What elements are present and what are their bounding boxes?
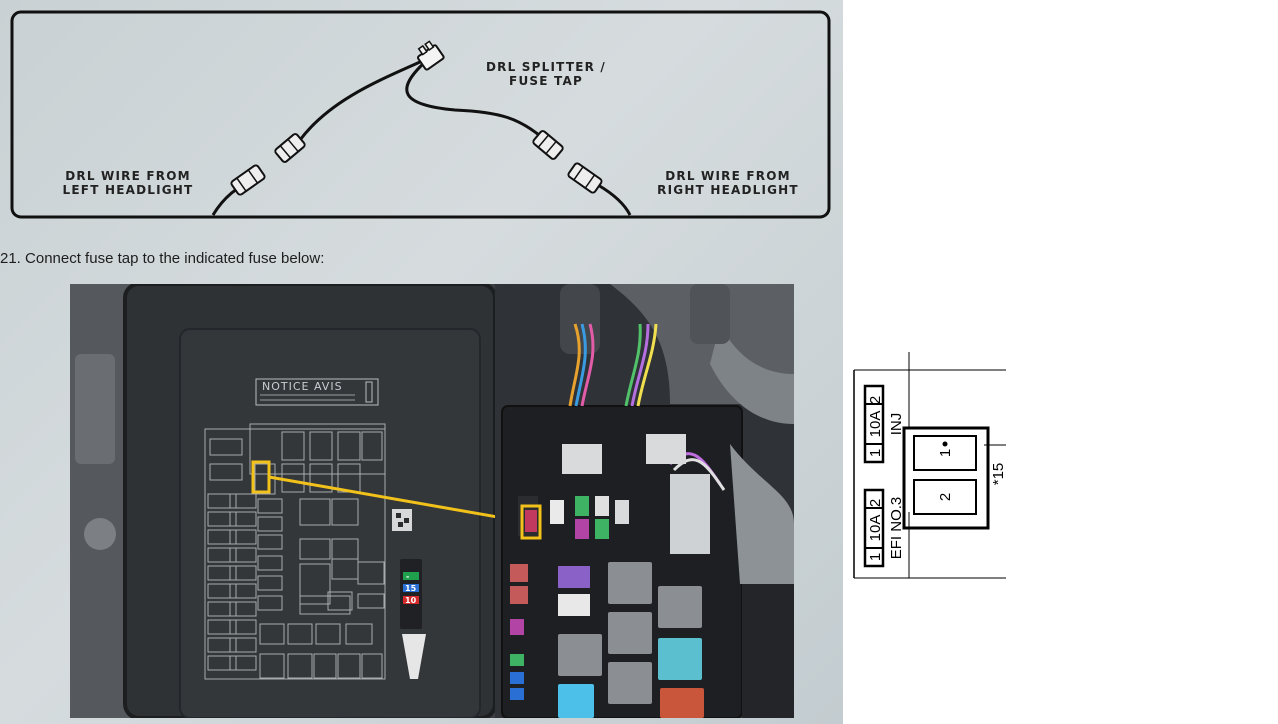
wiring-diagram: DRL SPLITTER / FUSE TAP DRL WIRE FROM LE… (10, 10, 831, 219)
relay-pin1-label: 1 (937, 449, 954, 457)
svg-text:-: - (406, 572, 409, 581)
top-fuse-pin: 2 (867, 396, 884, 404)
bottom-fuse-name: EFI NO.3 (888, 497, 905, 560)
highlight-connector-line (268, 475, 527, 524)
top-fuse-name: INJ (888, 413, 905, 436)
svg-text:15: 15 (405, 584, 417, 593)
right-connector-female-icon (567, 162, 603, 194)
top-fuse-rating: 10A (867, 411, 884, 438)
relay-ref-label: *15 (990, 463, 1007, 486)
right-label-line2: RIGHT HEADLIGHT (657, 183, 799, 197)
splitter-label-line2: FUSE TAP (509, 74, 583, 88)
splitter-label-line1: DRL SPLITTER / (486, 60, 606, 74)
bottom-fuse-rating: 10A (867, 515, 884, 542)
right-wire (597, 183, 632, 216)
splitter-wire-right (405, 60, 546, 142)
block-highlight-fuse (520, 504, 542, 540)
svg-text:10: 10 (405, 596, 417, 605)
bottom-fuse-pin: 2 (867, 499, 884, 507)
step-instruction: 21. Connect fuse tap to the indicated fu… (0, 250, 325, 267)
document-page: DRL SPLITTER / FUSE TAP DRL WIRE FROM LE… (0, 0, 843, 724)
fuse-box-photo: NOTICE AVIS (70, 284, 794, 718)
relay-outline (902, 426, 990, 530)
diagram-frame (10, 10, 831, 219)
bottom-fuse-number: 1 (867, 553, 884, 561)
left-connector-female-icon (230, 164, 266, 196)
top-fuse-number: 1 (867, 449, 884, 457)
relay-pin2-label: 2 (937, 493, 954, 501)
bottom-fuse-box (863, 488, 885, 568)
right-label-line1: DRL WIRE FROM (665, 169, 791, 183)
left-label-line1: DRL WIRE FROM (65, 169, 191, 183)
fuse-tap-icon (417, 40, 445, 71)
relay-pin2-box (913, 479, 977, 515)
relay-pin1-box (913, 435, 977, 471)
left-label-line2: LEFT HEADLIGHT (63, 183, 194, 197)
splitter-wire-left (298, 60, 421, 141)
target-fuse (525, 510, 537, 532)
right-connector-male-icon (532, 130, 564, 160)
left-connector-male-icon (274, 133, 306, 163)
lid-notice-text: NOTICE AVIS (262, 380, 343, 393)
fuse-schematic: 2 10A 1 INJ 2 10A 1 EFI NO.3 1 2 *15 (853, 352, 1007, 579)
lid-fuse-diagram (204, 423, 386, 680)
top-fuse-box (863, 384, 885, 464)
